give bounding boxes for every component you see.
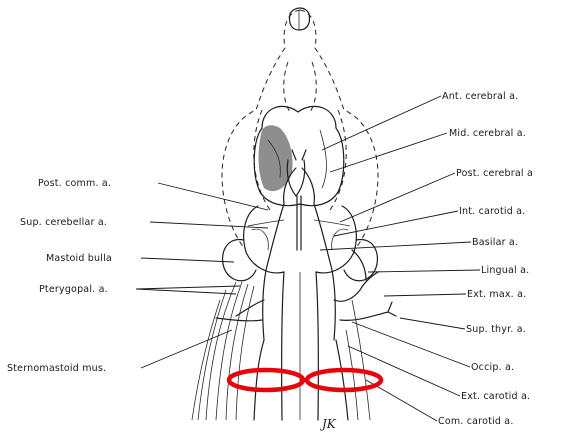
label-sup-thyr: Sup. thyr. a. [466,324,526,335]
label-int-carotid: Int. carotid a. [459,206,525,217]
label-ext-carotid: Ext. carotid a. [461,391,530,402]
label-mastoid-bulla: Mastoid bulla [46,253,112,264]
artist-signature: JK [319,417,337,431]
olfactory-bulbs [289,8,309,30]
label-ext-max: Ext. max. a. [467,289,526,300]
head-outline-dashed [222,10,378,248]
label-lingual: Lingual a. [481,265,529,276]
label-occip: Occip. a. [471,362,514,373]
label-mid-cerebral: Mid. cerebral a. [449,128,526,139]
label-ant-cerebral: Ant. cerebral a. [442,91,518,102]
sternomastoid-muscle [192,282,254,420]
label-post-cerebral: Post. cerebral a [456,168,533,179]
label-sternomastoid: Sternomastoid mus. [7,363,106,374]
highlight-ring-left [229,370,303,390]
label-sup-cerebellar: Sup. cerebellar a. [20,217,107,228]
label-com-carotid: Com. carotid a. [438,416,514,427]
label-pterygopal: Pterygopal. a. [39,284,108,295]
leader-lines [136,96,480,421]
label-post-comm: Post. comm. a. [38,178,111,189]
label-basilar: Basilar a. [472,237,518,248]
